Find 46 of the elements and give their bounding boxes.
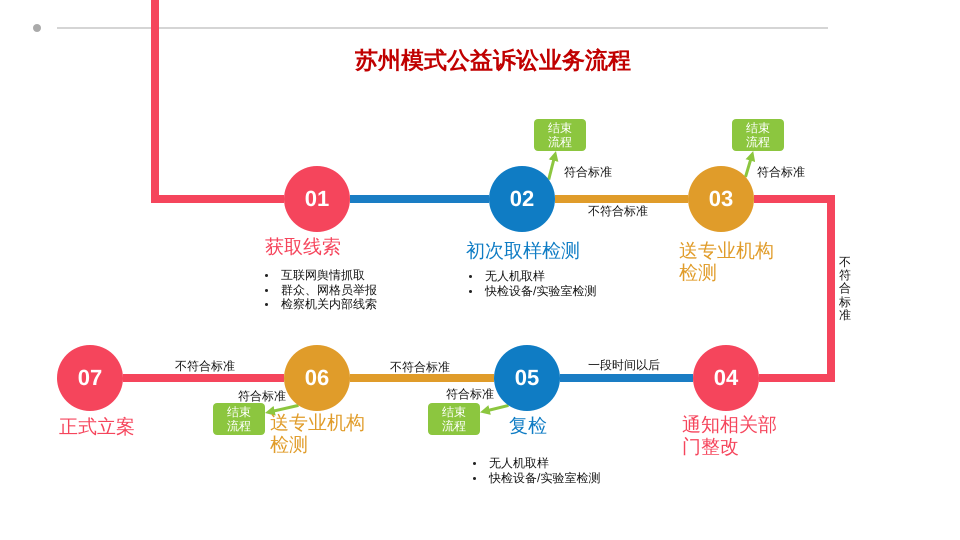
connector-line	[123, 374, 284, 382]
step-circle: 06	[284, 345, 350, 411]
step-title: 正式立案	[59, 417, 136, 439]
step-title: 通知相关部门整改	[682, 415, 778, 459]
connector-line	[350, 374, 494, 382]
connector-line	[151, 0, 284, 203]
edge-label: 符合标准	[446, 387, 494, 401]
arrow	[480, 404, 509, 415]
step-circle: 07	[57, 345, 123, 411]
step-circle: 01	[284, 166, 350, 232]
arrow	[264, 404, 299, 416]
step-circle: 04	[693, 345, 759, 411]
edge-label: 不符合标准	[390, 360, 450, 374]
bullet-item: 快检设备/实验室检测	[466, 284, 596, 298]
bullet-item: 无人机取样	[470, 456, 600, 470]
edge-label: 符合标准	[238, 389, 286, 403]
connector-line	[754, 195, 835, 382]
edge-label: 不符合标准	[588, 204, 648, 218]
bullet-item: 检察机关内部线索	[262, 297, 377, 312]
step-title: 复检	[509, 416, 548, 438]
connector-line	[560, 374, 693, 382]
connector-line	[350, 195, 489, 203]
bullet-item: 无人机取样	[466, 269, 596, 284]
end-box: 结束流程	[534, 119, 586, 151]
connector-line	[555, 195, 688, 203]
step-title: 获取线索	[265, 237, 342, 259]
diagram-title: 苏州模式公益诉讼业务流程	[355, 46, 631, 74]
edge-label: 不符合标准	[839, 256, 851, 322]
step-title: 初次取样检测	[466, 241, 581, 263]
arrow	[547, 150, 558, 180]
step-circle: 03	[688, 166, 754, 232]
edge-label: 不符合标准	[175, 359, 235, 373]
end-box: 结束流程	[732, 119, 784, 151]
step-title: 送专业机构检测	[270, 413, 366, 457]
edge-label: 符合标准	[757, 165, 805, 179]
step-circle: 05	[494, 345, 560, 411]
bullet-item: 互联网舆情抓取	[262, 268, 377, 282]
step-circle: 02	[489, 166, 555, 232]
edge-label: 一段时间以后	[588, 358, 660, 372]
arrow	[744, 151, 756, 178]
end-box: 结束流程	[428, 403, 480, 435]
edge-label: 符合标准	[564, 165, 612, 179]
bullet-item: 群众、网格员举报	[262, 282, 377, 297]
step-title: 送专业机构检测	[679, 241, 775, 285]
bullet-item: 快检设备/实验室检测	[470, 470, 600, 485]
end-box: 结束流程	[213, 403, 265, 435]
